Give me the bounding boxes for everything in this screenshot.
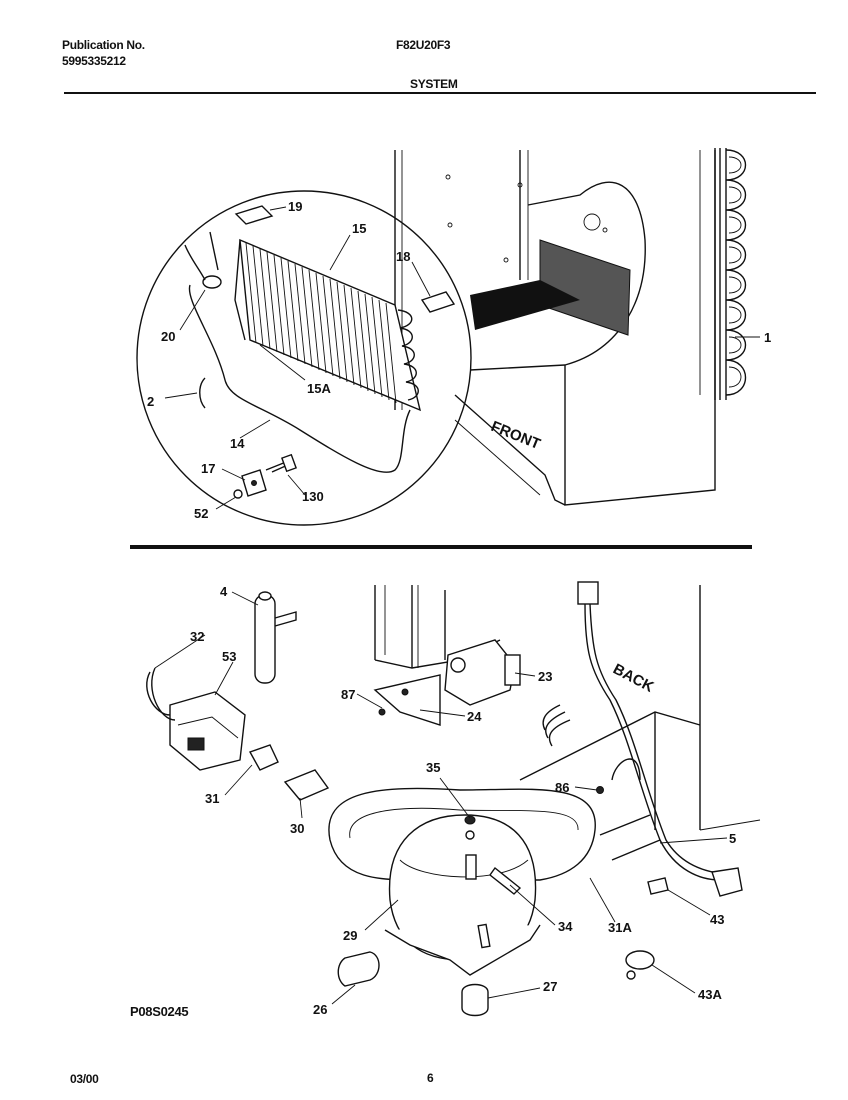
defrost-timer	[444, 639, 521, 706]
callout-30: 30	[290, 821, 304, 836]
screw-87	[378, 708, 386, 716]
callout-43A: 43A	[698, 987, 722, 1002]
pad-19	[234, 205, 274, 225]
callout-23: 23	[538, 669, 552, 684]
callout-130: 130	[302, 489, 324, 504]
section-title: SYSTEM	[410, 77, 458, 91]
callout-4: 4	[220, 584, 228, 599]
callout-34: 34	[558, 919, 573, 934]
mesh-area	[470, 239, 631, 336]
lower-diagram: BACK	[146, 581, 761, 1017]
clip-part	[199, 377, 206, 409]
upper-diagram: FRONT	[136, 148, 771, 526]
leader-lines-lower	[154, 591, 728, 1005]
callout-29: 29	[343, 928, 357, 943]
callout-15: 15	[352, 221, 366, 236]
callout-31: 31	[205, 791, 219, 806]
model-number: F82U20F3	[396, 38, 451, 52]
power-cord	[542, 581, 743, 897]
filter-drier	[254, 591, 297, 684]
callout-18: 18	[396, 249, 410, 264]
callout-1: 1	[764, 330, 771, 345]
footer-date: 03/00	[70, 1072, 99, 1086]
publication-number: 5995335212	[62, 54, 126, 68]
callout-86: 86	[555, 780, 569, 795]
callout-27: 27	[543, 979, 557, 994]
drawing-id: P08S0245	[130, 1004, 189, 1019]
header-rule	[64, 92, 816, 94]
callout-17: 17	[201, 461, 215, 476]
timer-bracket	[373, 674, 441, 726]
callout-87: 87	[341, 687, 355, 702]
drain-tube	[188, 284, 411, 473]
connector-31	[248, 744, 279, 771]
thermostat	[184, 231, 222, 289]
callout-53: 53	[222, 649, 236, 664]
callout-24: 24	[467, 709, 482, 724]
callout-31A: 31A	[608, 920, 632, 935]
section-divider	[130, 545, 752, 549]
callout-32: 32	[190, 629, 204, 644]
front-label: FRONT	[489, 418, 543, 453]
condenser-coil	[714, 148, 747, 400]
callout-2: 2	[147, 394, 154, 409]
page-number: 6	[427, 1071, 434, 1085]
callout-43: 43	[710, 912, 724, 927]
spacer-26	[337, 951, 380, 987]
callout-14: 14	[230, 436, 245, 451]
connector-30	[283, 769, 330, 801]
block-43	[647, 877, 669, 895]
callout-26: 26	[313, 1002, 327, 1017]
clamp-43A	[625, 950, 655, 980]
evaporator	[234, 238, 421, 412]
detail-circle	[136, 190, 472, 526]
leader-lines-upper	[164, 206, 760, 510]
publication-label: Publication No.	[62, 38, 145, 52]
pad-18	[420, 291, 456, 313]
callout-52: 52	[194, 506, 208, 521]
grommet-27	[461, 983, 489, 1017]
screw-86	[596, 786, 604, 794]
callout-19: 19	[288, 199, 302, 214]
callout-35: 35	[426, 760, 440, 775]
back-label: BACK	[610, 661, 656, 696]
callout-5: 5	[729, 831, 736, 846]
callout-20: 20	[161, 329, 175, 344]
compressor	[384, 814, 541, 976]
relay-overload	[146, 667, 246, 771]
washer-52	[233, 489, 243, 499]
callout-15A: 15A	[307, 381, 331, 396]
